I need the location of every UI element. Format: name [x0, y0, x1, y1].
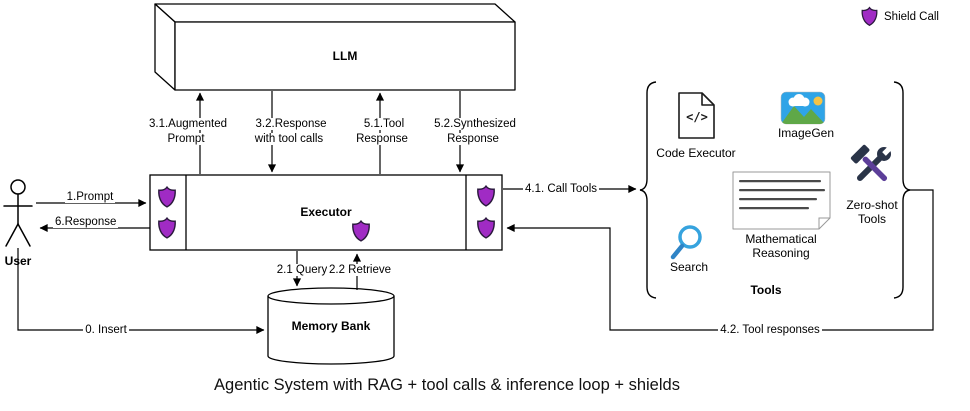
tools-right-brace — [893, 81, 911, 299]
edge-label-response: 6.Response — [53, 216, 119, 228]
edge-label-response-with-tool-calls: 3.2.Response with tool calls — [253, 118, 327, 145]
code-executor-icon — [678, 92, 715, 139]
edge-label-prompt: 1.Prompt — [64, 191, 116, 203]
zero-shot-tools-label: Zero-shot Tools — [846, 198, 898, 227]
search-icon — [670, 225, 702, 260]
executor-label: Executor — [300, 205, 352, 219]
equation-lines — [739, 180, 825, 210]
imagegen-label: ImageGen — [777, 126, 835, 140]
code-glyph: </> — [686, 110, 708, 124]
edge-label-query: 2.1 Query — [274, 264, 330, 276]
search-label: Search — [669, 260, 709, 274]
edge-label-retrieve: 2.2 Retrieve — [327, 264, 394, 276]
llm-node — [154, 3, 516, 91]
legend-label: Shield Call — [884, 11, 939, 23]
zero-shot-tools-icon — [850, 144, 893, 182]
imagegen-icon — [780, 91, 826, 125]
edge-label-call-tools: 4.1. Call Tools — [522, 183, 600, 195]
diagram-title: Agentic System with RAG + tool calls & i… — [214, 376, 680, 394]
memory-bank-node — [267, 287, 395, 365]
user-label: User — [4, 254, 32, 268]
code-executor-label: Code Executor — [656, 146, 736, 160]
legend-shield-icon — [861, 6, 878, 27]
edge-label-augmented-prompt: 3.1.Augmented Prompt — [146, 118, 227, 145]
arrow-insert — [17, 248, 265, 335]
math-reasoning-label: Mathematical Reasoning — [745, 232, 817, 261]
edge-label-tool-responses: 4.2. Tool responses — [718, 324, 822, 336]
memory-bank-label: Memory Bank — [291, 319, 371, 333]
edge-label-insert: 0. Insert — [83, 324, 129, 336]
edge-label-synthesized-response: 5.2.Synthesized Response — [432, 118, 516, 145]
executor-node — [149, 174, 503, 251]
tools-left-brace — [639, 81, 657, 299]
tools-group-label: Tools — [750, 283, 782, 297]
edge-label-tool-response: 5.1.Tool Response — [356, 118, 410, 145]
math-reasoning-icon — [732, 171, 831, 230]
user-figure — [3, 179, 33, 247]
llm-label: LLM — [332, 49, 358, 63]
